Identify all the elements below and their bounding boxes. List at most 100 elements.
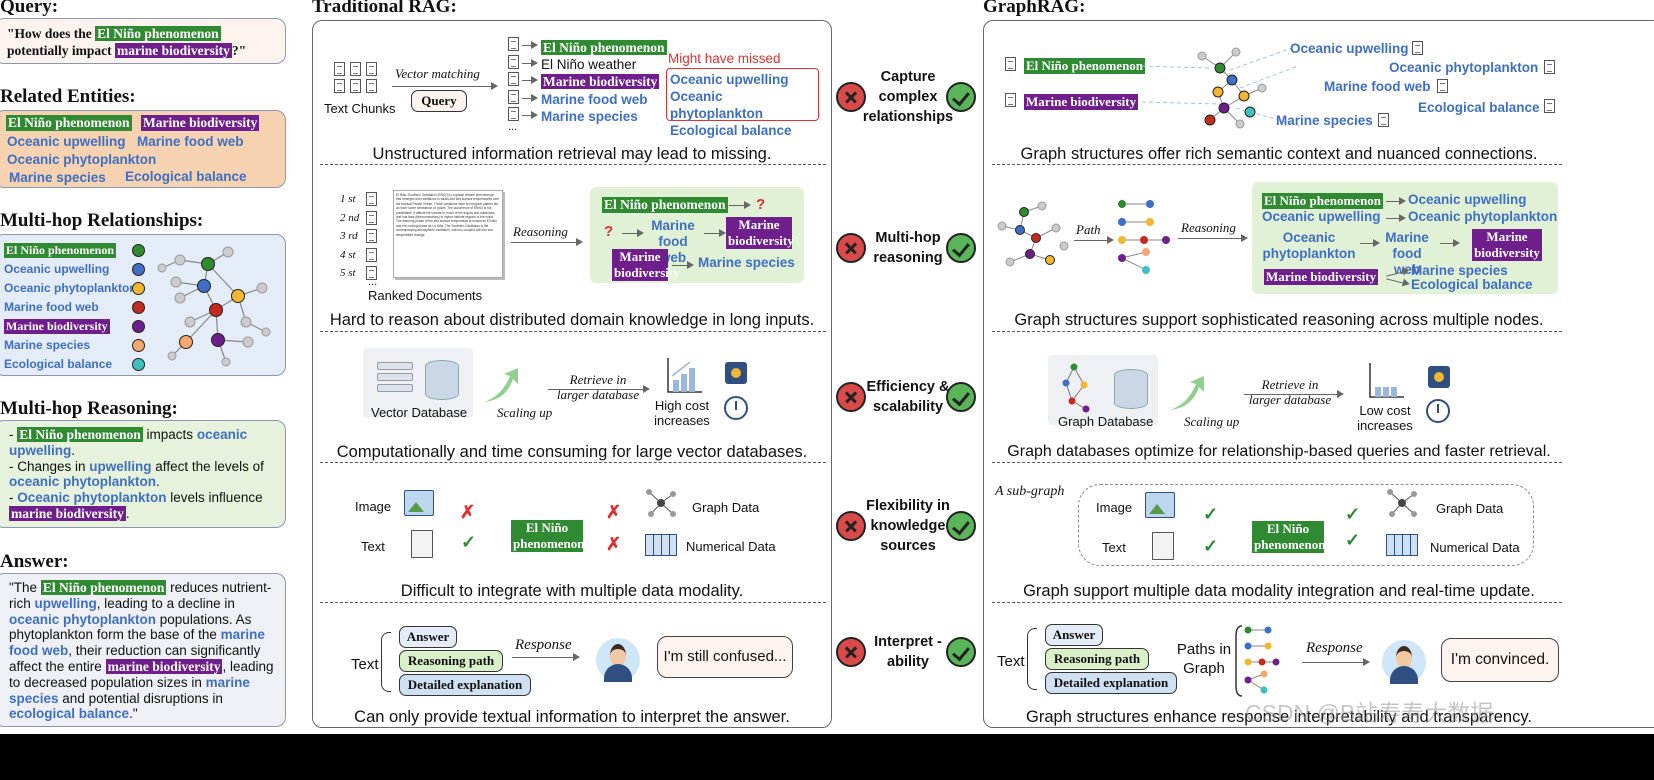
trad-reasoning-label: Reasoning bbox=[513, 224, 568, 239]
trad-rb-arrow-2 bbox=[622, 229, 644, 237]
multihop-item: Oceanic upwelling bbox=[4, 262, 110, 276]
multihop-item: Marine species bbox=[4, 338, 91, 352]
g-numerical-label: Numerical Data bbox=[1430, 540, 1520, 555]
g-response-label: Response bbox=[1306, 640, 1363, 656]
g2-c3-biodiversity: Marine biodiversity bbox=[1472, 229, 1542, 261]
trad-divider-2 bbox=[320, 331, 826, 332]
retrieved-list: El Niño phenomenon El Niño weather Marin… bbox=[541, 39, 667, 125]
g1-doc-icon-3 bbox=[1412, 41, 1423, 55]
query-text-post: ?" bbox=[231, 43, 247, 58]
scaling-up-arrow bbox=[484, 368, 518, 402]
vector-database-label: Vector Database bbox=[371, 405, 468, 420]
retrieved-species: Marine species bbox=[541, 108, 638, 124]
g1-doc-icon-4 bbox=[1544, 60, 1555, 74]
x-icon bbox=[836, 382, 866, 412]
sub-graph-label: A sub-graph bbox=[995, 484, 1065, 499]
feature-label: Multi-hop reasoning bbox=[873, 230, 943, 266]
answer-header: Answer: bbox=[0, 551, 69, 572]
vector-matching-label: Vector matching bbox=[395, 66, 480, 81]
g1-doc-icon-1 bbox=[1005, 57, 1016, 71]
graph-caption-3: Graph databases optimize for relationshi… bbox=[1007, 443, 1551, 460]
check-icon bbox=[946, 382, 976, 412]
trad-response-label: Response bbox=[515, 637, 572, 653]
graph-divider-1 bbox=[992, 164, 1562, 165]
query-text-pre: "How does the bbox=[7, 26, 96, 41]
graph-divider-4 bbox=[992, 602, 1562, 603]
g-numeric-check-icon: ✓ bbox=[1345, 530, 1361, 550]
graph-caption-2: Graph structures support sophisticated r… bbox=[1014, 311, 1544, 329]
trad-graph-x-icon: ✗ bbox=[606, 502, 622, 522]
multihop-item: Marine biodiversity bbox=[4, 319, 110, 334]
retrieve-arrow bbox=[548, 385, 650, 393]
rank-label: 1 st bbox=[340, 193, 356, 205]
trad-text-label: Text bbox=[361, 539, 385, 554]
convinced-bubble: I'm convinced. bbox=[1441, 638, 1559, 682]
retrieved-doc-arrow bbox=[522, 111, 538, 119]
answer-biodiversity: marine biodiversity bbox=[105, 658, 223, 674]
g-image-label: Image bbox=[1096, 500, 1133, 515]
g-detailed-pill: Detailed explanation bbox=[1045, 672, 1177, 694]
g-graph-data-icon bbox=[1387, 489, 1417, 517]
g2-c4-ecological: Ecological balance bbox=[1411, 277, 1533, 292]
g-image-check-icon: ✓ bbox=[1203, 504, 1219, 524]
rank-doc-icon bbox=[366, 192, 377, 206]
multihop-color-dot bbox=[132, 244, 145, 257]
retrieved-doc-arrow bbox=[522, 58, 538, 67]
entity-marine-species: Marine species bbox=[9, 170, 106, 185]
g1-oceanic-upwelling: Oceanic upwelling bbox=[1290, 41, 1409, 56]
ranked-document-preview: El Niño–Southern Oscillation (ENSO) is a… bbox=[393, 190, 503, 278]
trad-numerical-label: Numerical Data bbox=[686, 539, 776, 554]
stopwatch-icon bbox=[724, 396, 748, 420]
trad-graph-data-label: Graph Data bbox=[692, 500, 760, 515]
trad-rb-biodiversity: Marine biodiversity bbox=[726, 217, 794, 249]
multihop-color-dot bbox=[132, 339, 145, 352]
g1-ecological-balance: Ecological balance bbox=[1418, 100, 1540, 115]
entity-oceanic-phytoplankton: Oceanic phytoplankton bbox=[7, 152, 157, 167]
x-icon bbox=[836, 511, 866, 541]
g2-arrow-3 bbox=[1360, 239, 1380, 247]
retrieved-doc-icon bbox=[508, 89, 519, 104]
trad-divider-3 bbox=[320, 462, 826, 463]
trad-rb-question-1: ? bbox=[756, 196, 766, 213]
trad-rb-question-2: ? bbox=[604, 223, 614, 240]
retrieved-doc-arrow bbox=[522, 41, 538, 49]
g-graph-data-label: Graph Data bbox=[1436, 501, 1504, 516]
g-response-arrow bbox=[1302, 658, 1370, 666]
g-stopwatch-icon bbox=[1426, 399, 1450, 423]
entities-header: Related Entities: bbox=[0, 86, 136, 107]
traditional-rag-header: Traditional RAG: bbox=[312, 0, 457, 17]
bottom-bar bbox=[0, 734, 1654, 780]
rank-doc-icon bbox=[366, 266, 377, 280]
scaling-up-label: Scaling up bbox=[497, 405, 553, 420]
retrieved-biodiversity: Marine biodiversity bbox=[541, 74, 660, 90]
trad-caption-2: Hard to reason about distributed domain … bbox=[329, 311, 815, 329]
confused-bubble: I'm still confused... bbox=[657, 636, 793, 678]
reasoning-header: Multi-hop Reasoning: bbox=[0, 398, 178, 419]
low-cost-label: Low cost increases bbox=[1357, 403, 1413, 433]
missed-oceanic-upwelling: Oceanic upwelling bbox=[670, 72, 789, 87]
g1-doc-icon-2 bbox=[1005, 93, 1016, 107]
g2-c1-upwelling: Oceanic upwelling bbox=[1408, 192, 1527, 207]
query-entity-el-nino: El Niño phenomenon bbox=[95, 26, 221, 41]
g-text-doc-icon bbox=[1152, 532, 1174, 560]
watermark: CSDN @B站寿寿大数据 bbox=[1245, 700, 1494, 726]
check-icon bbox=[946, 511, 976, 541]
rank-label: 2 nd bbox=[340, 211, 360, 224]
trad-divider-1 bbox=[320, 164, 826, 165]
trad-reasoning-arrow bbox=[511, 238, 583, 246]
g2-c2-phytoplankton: Oceanic phytoplankton bbox=[1408, 209, 1558, 224]
g2-c4-biodiversity: Marine biodiversity bbox=[1264, 269, 1379, 285]
g2-arrow-1 bbox=[1386, 197, 1406, 205]
g2-arrow-2 bbox=[1386, 214, 1406, 222]
chip-icon bbox=[725, 362, 747, 384]
retrieved-ellipsis: ... bbox=[508, 121, 518, 133]
trad-image-label: Image bbox=[355, 499, 392, 514]
g1-oceanic-phytoplankton: Oceanic phytoplankton bbox=[1389, 60, 1539, 75]
vector-database-icon bbox=[363, 348, 473, 418]
query-header: Query: bbox=[0, 0, 59, 17]
trad-table-icon bbox=[645, 534, 677, 556]
trad-rb-biodiversity-2: Marine biodiversity bbox=[612, 249, 680, 281]
multihop-color-dot bbox=[132, 282, 145, 295]
multihop-color-dot bbox=[132, 320, 145, 333]
trad-caption-3: Computationally and time consuming for l… bbox=[336, 443, 808, 461]
